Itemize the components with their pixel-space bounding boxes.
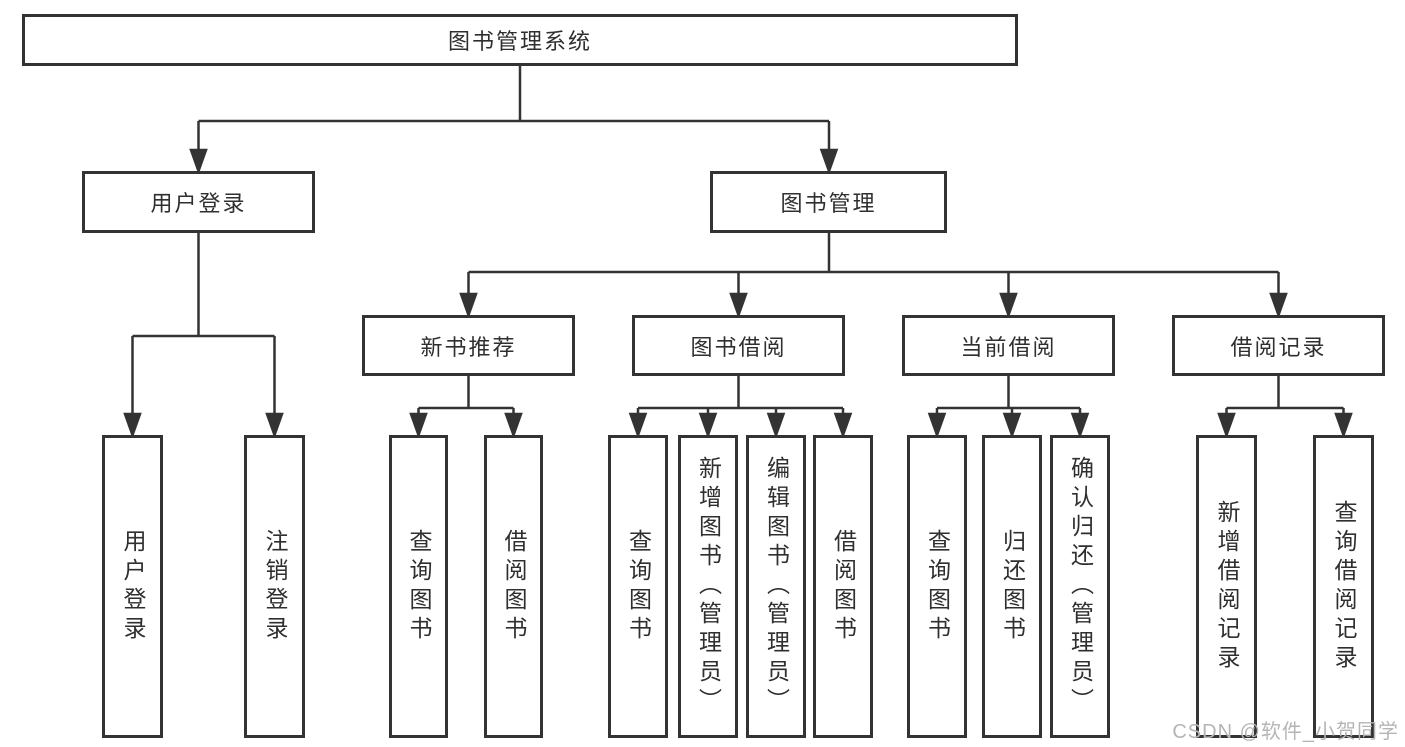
connector-root-to-level2 xyxy=(189,66,839,175)
leaf-borrow-book: 借阅图书 xyxy=(813,435,873,738)
leaf-query-book-borrow: 查询图书 xyxy=(608,435,668,738)
csdn-watermark: CSDN @软件_小贺同学 xyxy=(1172,721,1399,743)
leaf-user-login-label: 用户登录 xyxy=(120,528,146,645)
arrowhead-icon xyxy=(123,412,142,439)
connector-user-login-to-leaves xyxy=(123,233,284,439)
node-new-book-recommendation: 新书推荐 xyxy=(362,315,575,376)
leaf-query-borrow-record: 查询借阅记录 xyxy=(1313,435,1374,738)
leaf-add-borrow-record: 新增借阅记录 xyxy=(1196,435,1257,738)
arrowhead-icon xyxy=(1334,412,1353,439)
leaf-edit-book-admin: 编辑图书（管理员） xyxy=(746,435,806,738)
node-root-system: 图书管理系统 xyxy=(22,14,1018,66)
leaf-logout-label: 注销登录 xyxy=(262,528,288,645)
connector-current-borrow-to-leaves xyxy=(927,376,1090,439)
arrowhead-icon xyxy=(409,412,428,439)
leaf-add-book-admin: 新增图书（管理员） xyxy=(678,435,738,738)
connector-new-book-rec-to-leaves xyxy=(409,376,523,439)
leaf-add-borrow-record-label: 新增借阅记录 xyxy=(1214,499,1240,674)
arrowhead-icon xyxy=(504,412,523,439)
leaf-query-book-current: 查询图书 xyxy=(907,435,967,738)
node-borrowing-records: 借阅记录 xyxy=(1172,315,1385,376)
leaf-borrow-book-rec-label: 借阅图书 xyxy=(501,528,527,645)
arrowhead-icon xyxy=(628,412,648,439)
connector-borrow-record-to-leaves xyxy=(1217,376,1353,439)
leaf-add-book-admin-label: 新增图书（管理员） xyxy=(695,456,722,717)
node-new-book-recommendation-label: 新书推荐 xyxy=(420,334,517,360)
connector-book-borrow-to-leaves xyxy=(628,376,853,439)
node-root-system-label: 图书管理系统 xyxy=(447,29,592,54)
arrowhead-icon xyxy=(766,412,786,439)
leaf-query-book-rec: 查询图书 xyxy=(389,435,448,738)
leaf-confirm-return-admin: 确认归还（管理员） xyxy=(1050,435,1110,738)
arrowhead-icon xyxy=(189,148,208,175)
leaf-borrow-book-label: 借阅图书 xyxy=(830,528,857,645)
node-current-borrowing-label: 当前借阅 xyxy=(960,334,1057,360)
arrowhead-icon xyxy=(1070,412,1090,439)
leaf-query-book-borrow-label: 查询图书 xyxy=(625,528,652,645)
arrowhead-icon xyxy=(1217,412,1236,439)
leaf-edit-book-admin-label: 编辑图书（管理员） xyxy=(763,456,790,717)
leaf-logout: 注销登录 xyxy=(244,435,305,738)
leaf-query-borrow-record-label: 查询借阅记录 xyxy=(1331,499,1357,674)
leaf-borrow-book-rec: 借阅图书 xyxy=(484,435,543,738)
node-book-management: 图书管理 xyxy=(710,171,947,233)
arrowhead-icon xyxy=(698,412,718,439)
node-current-borrowing: 当前借阅 xyxy=(902,315,1115,376)
leaf-query-book-rec-label: 查询图书 xyxy=(406,528,432,645)
node-book-management-label: 图书管理 xyxy=(780,191,877,216)
arrowhead-icon xyxy=(999,292,1018,319)
node-book-borrowing: 图书借阅 xyxy=(632,315,845,376)
arrowhead-icon xyxy=(927,412,947,439)
arrowhead-icon xyxy=(819,148,839,175)
arrowhead-icon xyxy=(833,412,853,439)
node-book-borrowing-label: 图书借阅 xyxy=(690,334,787,360)
arrowhead-icon xyxy=(1269,292,1288,319)
node-user-login: 用户登录 xyxy=(82,171,315,233)
leaf-return-book-label: 归还图书 xyxy=(999,528,1026,645)
leaf-return-book: 归还图书 xyxy=(982,435,1042,738)
arrowhead-icon xyxy=(729,292,748,319)
node-user-login-label: 用户登录 xyxy=(150,191,247,216)
leaf-confirm-return-admin-label: 确认归还（管理员） xyxy=(1067,456,1094,717)
connector-book-mgmt-to-level3 xyxy=(459,233,1288,319)
leaf-user-login: 用户登录 xyxy=(102,435,163,738)
arrowhead-icon xyxy=(1002,412,1022,439)
arrowhead-icon xyxy=(265,412,284,439)
arrowhead-icon xyxy=(459,292,478,319)
node-borrowing-records-label: 借阅记录 xyxy=(1230,334,1327,360)
leaf-query-book-current-label: 查询图书 xyxy=(924,528,951,645)
